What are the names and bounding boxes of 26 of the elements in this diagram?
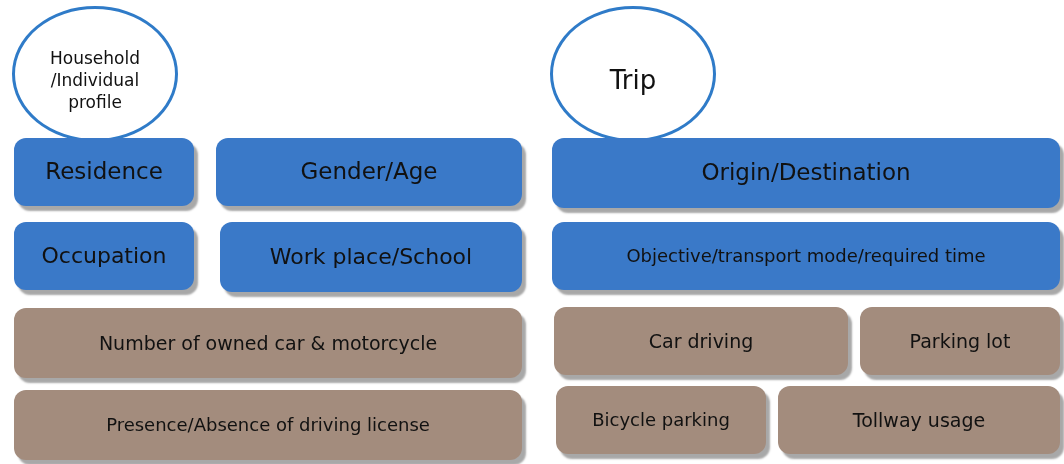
attribute-box bbox=[552, 222, 1060, 290]
attribute-box bbox=[554, 307, 848, 375]
attribute-label: Gender/Age bbox=[300, 158, 438, 186]
attribute-label: Parking lot bbox=[909, 329, 1011, 353]
attribute-box bbox=[14, 138, 194, 206]
attribute-box bbox=[552, 138, 1060, 208]
attribute-box bbox=[556, 386, 766, 454]
attribute-label: Objective/transport mode/required time bbox=[626, 245, 986, 267]
attribute-box bbox=[778, 386, 1060, 454]
attribute-box bbox=[14, 308, 522, 378]
attribute-box bbox=[860, 307, 1060, 375]
attribute-label: Tollway usage bbox=[852, 408, 986, 432]
attribute-label: Car driving bbox=[648, 329, 754, 353]
attribute-label: Presence/Absence of driving license bbox=[106, 414, 430, 436]
attribute-label: Number of owned car & motorcycle bbox=[98, 331, 438, 355]
attribute-box bbox=[14, 390, 522, 460]
attribute-box bbox=[14, 222, 194, 290]
category-label: Household /Individual profile bbox=[49, 47, 141, 114]
attribute-box bbox=[220, 222, 522, 292]
attribute-label: Residence bbox=[45, 158, 163, 186]
attribute-label: Occupation bbox=[41, 242, 167, 270]
attribute-box bbox=[216, 138, 522, 206]
category-label: Trip bbox=[609, 65, 657, 97]
attribute-label: Work place/School bbox=[269, 243, 473, 271]
attribute-label: Bicycle parking bbox=[592, 409, 730, 431]
attribute-label: Origin/Destination bbox=[701, 159, 911, 187]
